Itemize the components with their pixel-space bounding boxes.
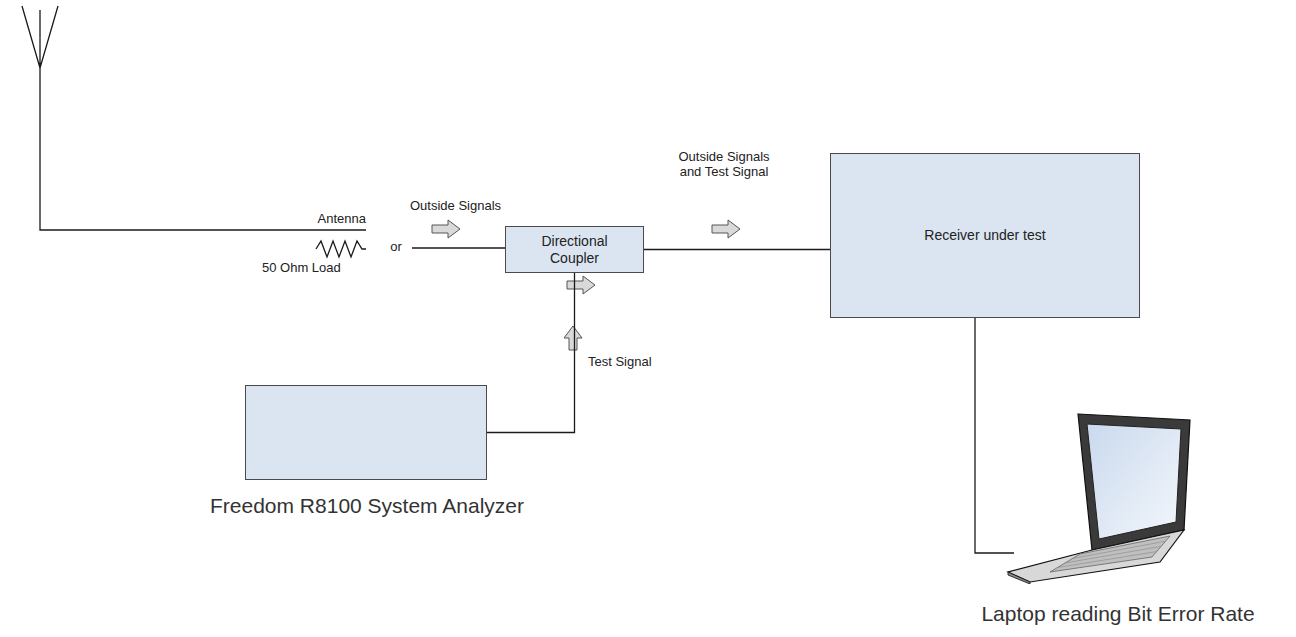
node-label: Directional Coupler (534, 233, 615, 265)
input-wire (412, 247, 505, 248)
part-name: Antenna (300, 212, 366, 227)
node-label: Receiver under test (924, 227, 1045, 243)
laptop-icon: Laptop reading Bit Error Rate (1000, 412, 1195, 584)
node-heading: Freedom R8100 System Analyzer (206, 494, 528, 518)
connector-wire (644, 249, 830, 250)
signal-arrows (432, 220, 740, 350)
analyzer-box: Freedom R8100 System Analyzer (245, 385, 487, 480)
laptop-drawing (1000, 412, 1195, 584)
resistor-symbol (316, 241, 366, 257)
signal-arrow (564, 326, 582, 350)
laptop-lid (1078, 414, 1190, 550)
laptop-keyboard (1050, 536, 1170, 572)
signal-arrow (567, 276, 595, 294)
node-heading: Laptop reading Bit Error Rate (968, 602, 1268, 626)
antenna-wire (40, 68, 366, 230)
laptop-edge (1008, 572, 1030, 584)
coupler-box: Directional Coupler (505, 226, 644, 273)
receiver-box: Receiver under test (830, 153, 1140, 318)
connector-wire (487, 273, 575, 433)
laptop-base (1008, 530, 1184, 582)
signal-name: Test Signal (588, 355, 678, 370)
keyboard-keys (1058, 541, 1166, 567)
laptop-screen (1087, 424, 1181, 539)
antenna-symbol (22, 6, 58, 68)
part-name: 50 Ohm Load (262, 261, 372, 276)
signal-arrow (712, 220, 740, 238)
signal-arrow (432, 220, 460, 238)
signal-name: Outside Signals (410, 199, 520, 214)
signal-name: Outside Signals and Test Signal (676, 150, 772, 180)
note: or (384, 240, 408, 255)
connector-wire (975, 318, 1014, 553)
